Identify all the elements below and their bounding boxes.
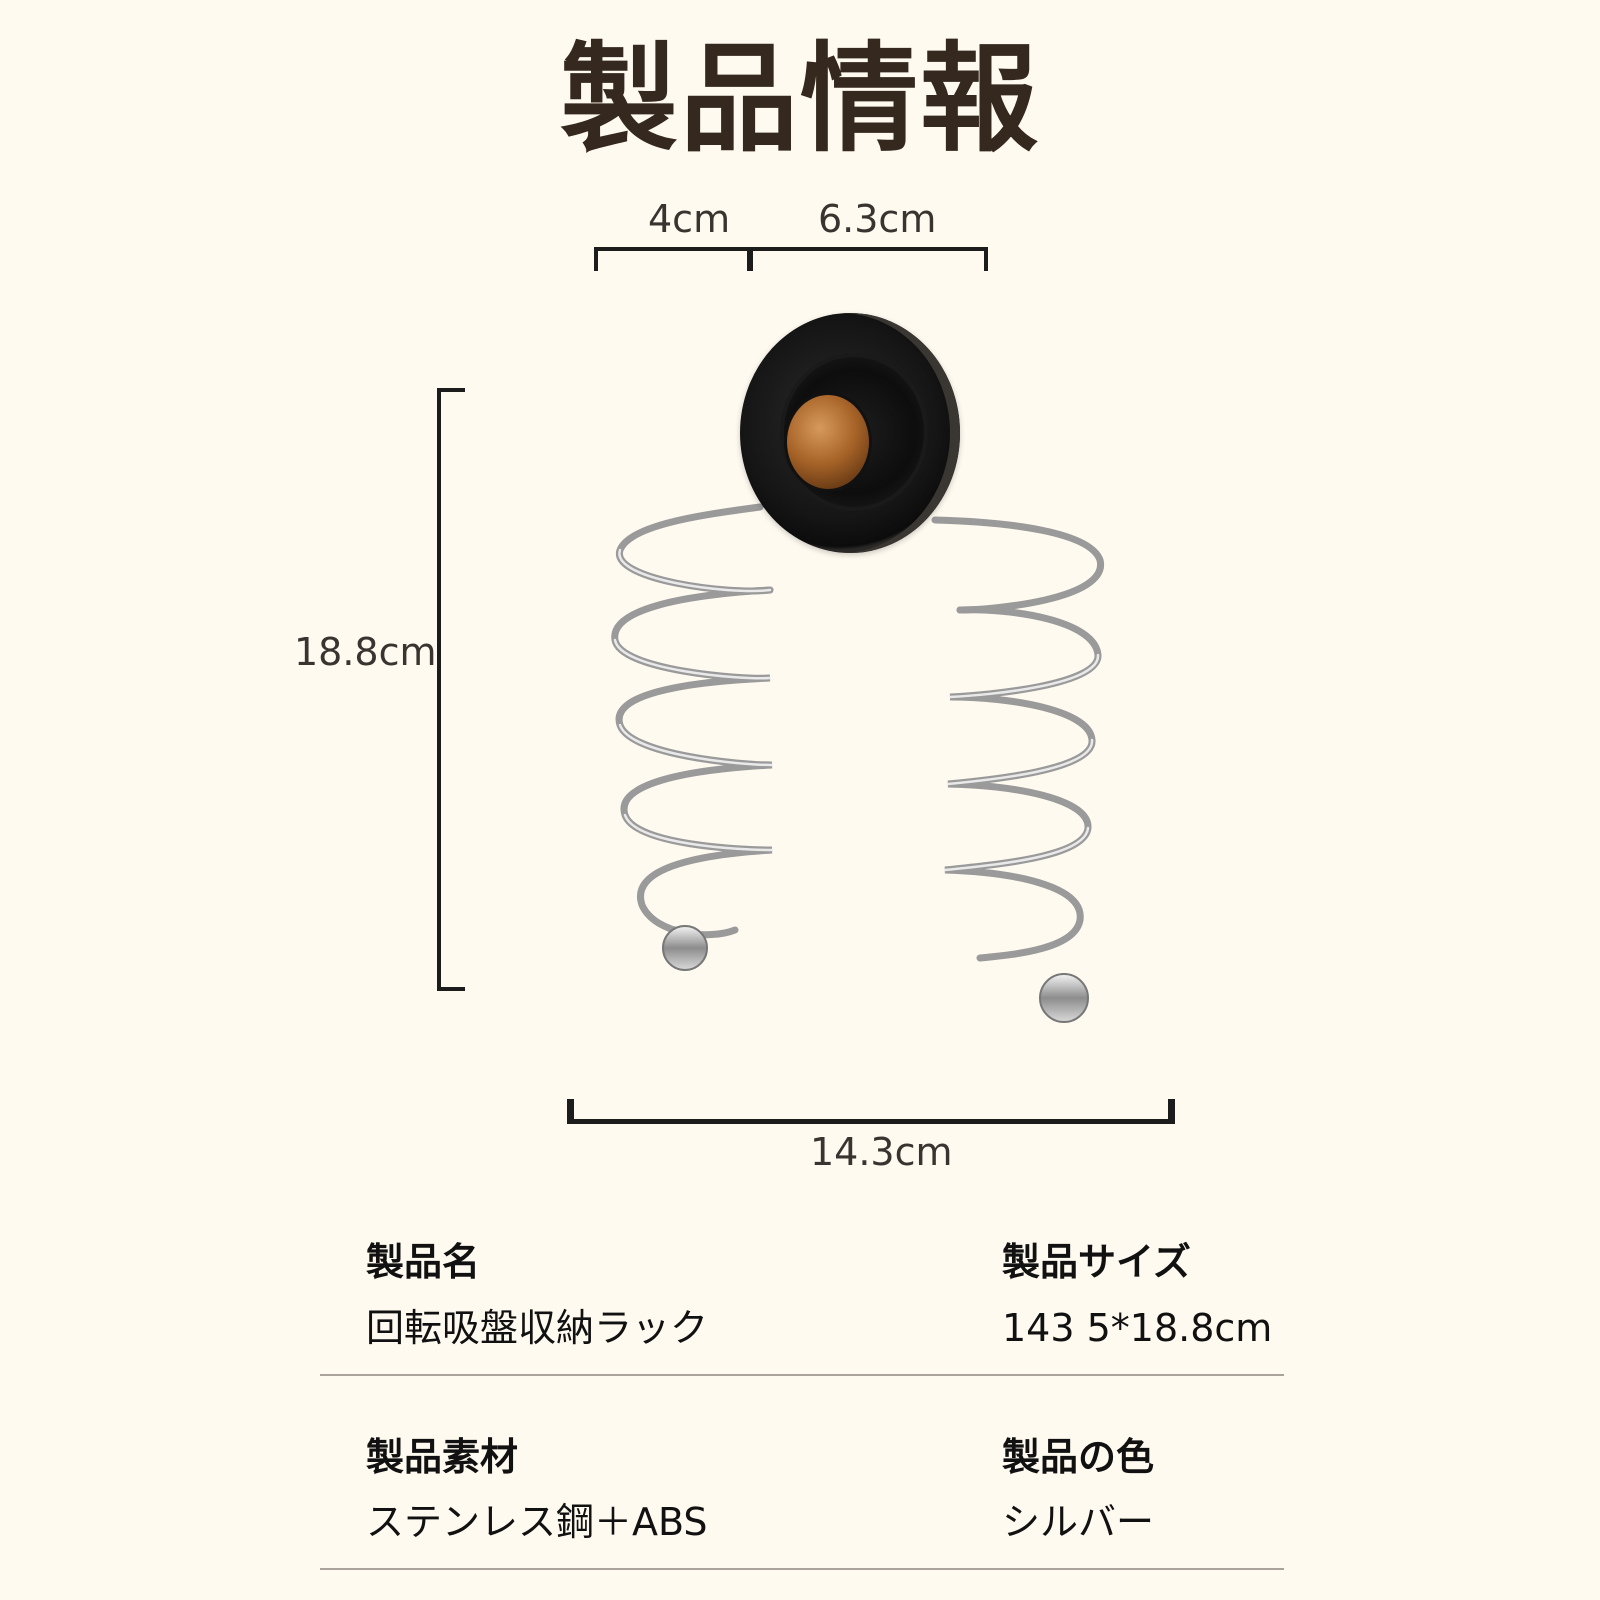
- spiral-holder-icon: [611, 503, 1104, 1023]
- product-image: [590, 310, 1130, 1030]
- page-title: 製品情報: [559, 30, 1040, 168]
- product-name-label: 製品名: [366, 1240, 481, 1284]
- product-material-value: ステンレス鋼＋ABS: [366, 1500, 708, 1544]
- product-size-label: 製品サイズ: [1002, 1240, 1191, 1284]
- product-material-label: 製品素材: [366, 1435, 519, 1479]
- dimension-top-right-label: 6.3cm: [818, 197, 937, 241]
- product-name-value: 回転吸盤収納ラック: [366, 1306, 709, 1350]
- dimension-top-left-label: 4cm: [648, 197, 731, 241]
- row-divider: [320, 1374, 1284, 1376]
- product-size-value: 143 5*18.8cm: [1002, 1306, 1273, 1350]
- product-color-label: 製品の色: [1002, 1435, 1155, 1479]
- dimension-height-label: 18.8cm: [294, 630, 437, 674]
- row-divider: [320, 1568, 1284, 1570]
- wood-knob: [787, 395, 869, 489]
- suction-cup: [740, 313, 960, 553]
- product-color-value: シルバー: [1002, 1500, 1155, 1544]
- dimension-width-label: 14.3cm: [810, 1130, 953, 1174]
